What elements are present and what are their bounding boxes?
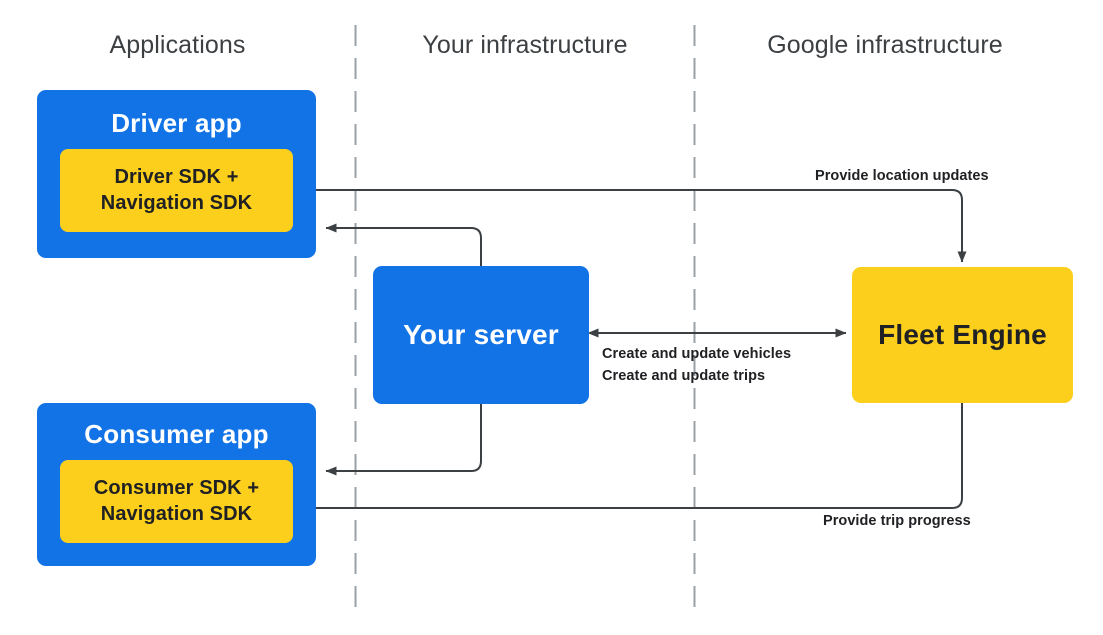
node-your-server[interactable]: Your server (373, 266, 589, 404)
node-driver-sdk[interactable]: Driver SDK + Navigation SDK (60, 149, 293, 232)
consumer-sdk-label: Consumer SDK + Navigation SDK (93, 476, 260, 525)
node-consumer-app[interactable]: Consumer app Consumer SDK + Navigation S… (37, 403, 316, 566)
driver-sdk-label: Driver SDK + Navigation SDK (100, 165, 253, 214)
fleet-engine-title: Fleet Engine (878, 319, 1047, 350)
consumer-app-title: Consumer app (84, 419, 269, 449)
your-server-title: Your server (403, 319, 559, 350)
edge-label-create-and-update: Create and update vehicles Create and up… (602, 346, 792, 384)
edge-server-to-driver (325, 223, 482, 266)
edge-provide-location-updates (293, 189, 967, 263)
zone-header-applications: Applications (109, 31, 246, 59)
zone-header-your-infrastructure: Your infrastructure (422, 31, 628, 59)
driver-app-title: Driver app (111, 108, 242, 138)
edge-provide-trip-progress (304, 403, 963, 513)
edge-label-provide-location-updates: Provide location updates (815, 168, 989, 184)
node-driver-app[interactable]: Driver app Driver SDK + Navigation SDK (37, 90, 316, 258)
node-fleet-engine[interactable]: Fleet Engine (852, 267, 1073, 403)
zone-header-google-infrastructure: Google infrastructure (767, 31, 1003, 59)
edge-label-provide-trip-progress: Provide trip progress (823, 513, 971, 529)
edge-server-to-consumer (325, 404, 482, 476)
node-consumer-sdk[interactable]: Consumer SDK + Navigation SDK (60, 460, 293, 543)
